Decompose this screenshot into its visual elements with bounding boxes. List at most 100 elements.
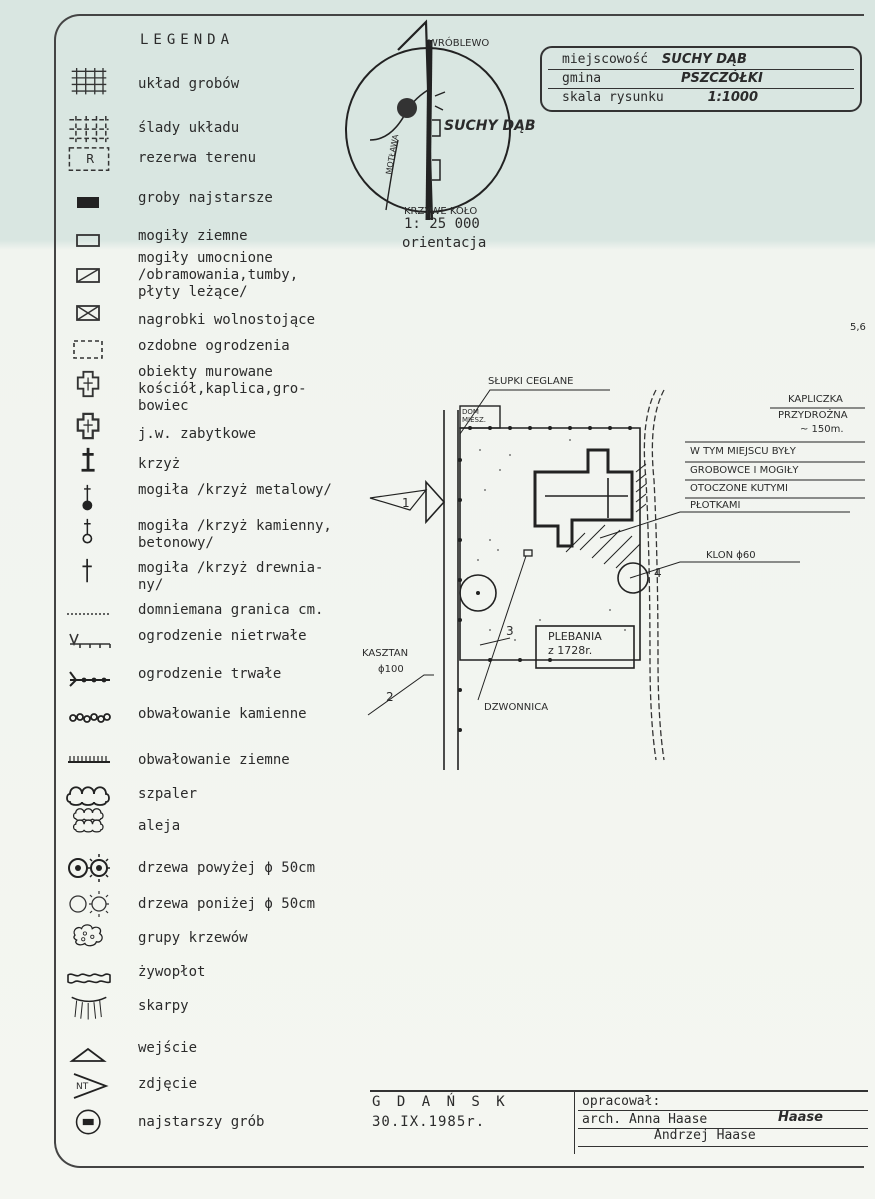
- temporary-fence-icon: [69, 633, 111, 648]
- earth-grave-icon: [76, 234, 100, 247]
- avenue-icon: [72, 808, 104, 833]
- legend-label: mogiła /krzyż metalowy/: [138, 482, 332, 498]
- locality-value: SUCHY DĄB: [661, 52, 747, 67]
- stone-cross-grave-icon: [82, 518, 93, 544]
- author-2: Andrzej Haase: [654, 1128, 756, 1143]
- legend-label: krzyż: [138, 456, 181, 472]
- legend-label: skarpy: [138, 998, 189, 1014]
- cross-icon: [81, 447, 95, 472]
- label-rectory: PLEBANIA: [548, 630, 602, 643]
- legend-label: drzewa poniżej ϕ 50cm: [138, 896, 316, 912]
- ornamental-fence-icon: [73, 340, 103, 359]
- metal-cross-grave-icon: [82, 484, 93, 511]
- corner-note: 5,6: [850, 322, 866, 333]
- map-south-label: KRZYWE KOŁO: [404, 206, 478, 217]
- oldest-grave-icon: [75, 1109, 101, 1135]
- legend-label: ozdobne ogrodzenia: [138, 338, 290, 354]
- label-house: DOM MIESZ.: [462, 408, 486, 424]
- label-wayside-shrine: KAPLICZKA: [788, 394, 843, 405]
- photo-symbol-text: NT: [76, 1082, 89, 1092]
- legend-label: domniemana granica cm.: [138, 602, 324, 618]
- footer-city-block: G D A Ń S K 30.IX.1985r.: [372, 1094, 509, 1130]
- label-maple: KLON ϕ60: [706, 550, 756, 561]
- oldest-graves-icon: [77, 197, 99, 208]
- stone-embankment-icon: [69, 713, 111, 723]
- legend-label: obwałowanie kamienne: [138, 706, 307, 722]
- label-wayside-shrine-2: PRZYDROŻNA: [778, 410, 848, 421]
- tree-row-icon: [66, 786, 110, 806]
- note-line: OTOCZONE KUTYMI: [690, 483, 788, 494]
- footer-city: G D A Ń S K: [372, 1094, 509, 1110]
- footer-rule: [370, 1090, 868, 1092]
- label-chestnut: KASZTAN: [362, 648, 409, 659]
- photo-number: 4: [654, 566, 662, 580]
- legend-label: szpaler: [138, 786, 198, 802]
- grave-traces-icon: [69, 116, 109, 143]
- legend-label: mogiły ziemne: [138, 228, 248, 244]
- legend-label: mogiła /krzyż kamienny, betonowy/: [138, 518, 332, 551]
- location-box: miejscowość SUCHY DĄB gmina PSZCZÓŁKI sk…: [540, 46, 862, 112]
- commune-value: PSZCZÓŁKI: [680, 71, 763, 86]
- legend-label: układ grobów: [138, 76, 240, 92]
- map-scale: 1: 25 000: [404, 216, 480, 232]
- label-distance: ~ 150m.: [800, 424, 844, 435]
- legend-label: obwałowanie ziemne: [138, 752, 290, 768]
- note-line: W TYM MIEJSCU BYŁY: [690, 446, 796, 457]
- permanent-fence-icon: [69, 671, 110, 687]
- legend-label: ogrodzenie nietrwałe: [138, 628, 307, 644]
- legend-label: najstarszy grób: [138, 1114, 265, 1130]
- reinforced-grave-icon: [76, 268, 100, 283]
- scale-value: 1:1000: [707, 90, 759, 105]
- label-brick-posts: SŁUPKI CEGLANE: [488, 376, 574, 387]
- map-north-label: WRÓBLEWO: [428, 38, 490, 49]
- small-trees-icon: [69, 891, 109, 917]
- grave-grid-icon: [71, 68, 107, 95]
- slope-icon: [71, 996, 107, 1020]
- legend-label: groby najstarsze: [138, 190, 273, 206]
- legend-label: drzewa powyżej ϕ 50cm: [138, 860, 316, 876]
- note-line: PŁOTKAMI: [690, 500, 741, 511]
- photo-number: 2: [386, 690, 394, 704]
- footer-date: 30.IX.1985r.: [372, 1114, 486, 1130]
- orientation-map: [345, 19, 511, 221]
- legend-label: obiekty murowane kościół,kaplica,gro- bo…: [138, 364, 307, 414]
- drawing-frame: [54, 14, 864, 1168]
- legend-label: wejście: [138, 1040, 198, 1056]
- historic-building-icon: [76, 412, 100, 440]
- brick-building-icon: [76, 370, 100, 398]
- legend-label: aleja: [138, 818, 181, 834]
- legend-label: ogrodzenie trwałe: [138, 666, 282, 682]
- freestanding-tomb-icon: [76, 305, 100, 321]
- reserve-area-icon: [68, 147, 110, 172]
- earth-embankment-icon: [68, 756, 110, 763]
- wooden-cross-grave-icon: [82, 558, 92, 583]
- shrub-group-icon: [73, 924, 103, 947]
- legend-label: ślady układu: [138, 120, 240, 136]
- legend-label: mogiła /krzyż drewnia- ny/: [138, 560, 324, 593]
- legend-label: mogiły umocnione /obramowania,tumby, pły…: [138, 250, 299, 300]
- legend-label: nagrobki wolnostojące: [138, 312, 316, 328]
- large-trees-icon: [68, 854, 110, 882]
- legend-title: LEGENDA: [140, 32, 235, 48]
- author-1: arch. Anna Haase: [582, 1112, 708, 1127]
- prepared-label: opracował:: [582, 1094, 661, 1109]
- legend-label: j.w. zabytkowe: [138, 426, 257, 442]
- legend-label: zdjęcie: [138, 1076, 198, 1092]
- scale-label: skala rysunku: [562, 90, 664, 105]
- reserve-symbol-text: R: [86, 152, 95, 166]
- label-rectory-2: z 1728r.: [548, 644, 593, 657]
- photo-number: 3: [506, 624, 514, 638]
- footer-author-block: opracował: arch. Anna Haase Haase Andrze…: [574, 1092, 868, 1156]
- cemetery-plan: [367, 389, 865, 770]
- photo-icon: [73, 1073, 109, 1099]
- legend-label: rezerwa terenu: [138, 150, 257, 166]
- map-caption: orientacja: [402, 235, 487, 251]
- legend-label: żywopłot: [138, 964, 206, 980]
- photo-number: 1: [402, 496, 410, 510]
- commune-label: gmina: [562, 71, 602, 86]
- signature: Haase: [778, 1110, 823, 1125]
- map-place-label: SUCHY DĄB: [444, 118, 536, 134]
- locality-label: miejscowość: [562, 52, 649, 67]
- legend-label: grupy krzewów: [138, 930, 248, 946]
